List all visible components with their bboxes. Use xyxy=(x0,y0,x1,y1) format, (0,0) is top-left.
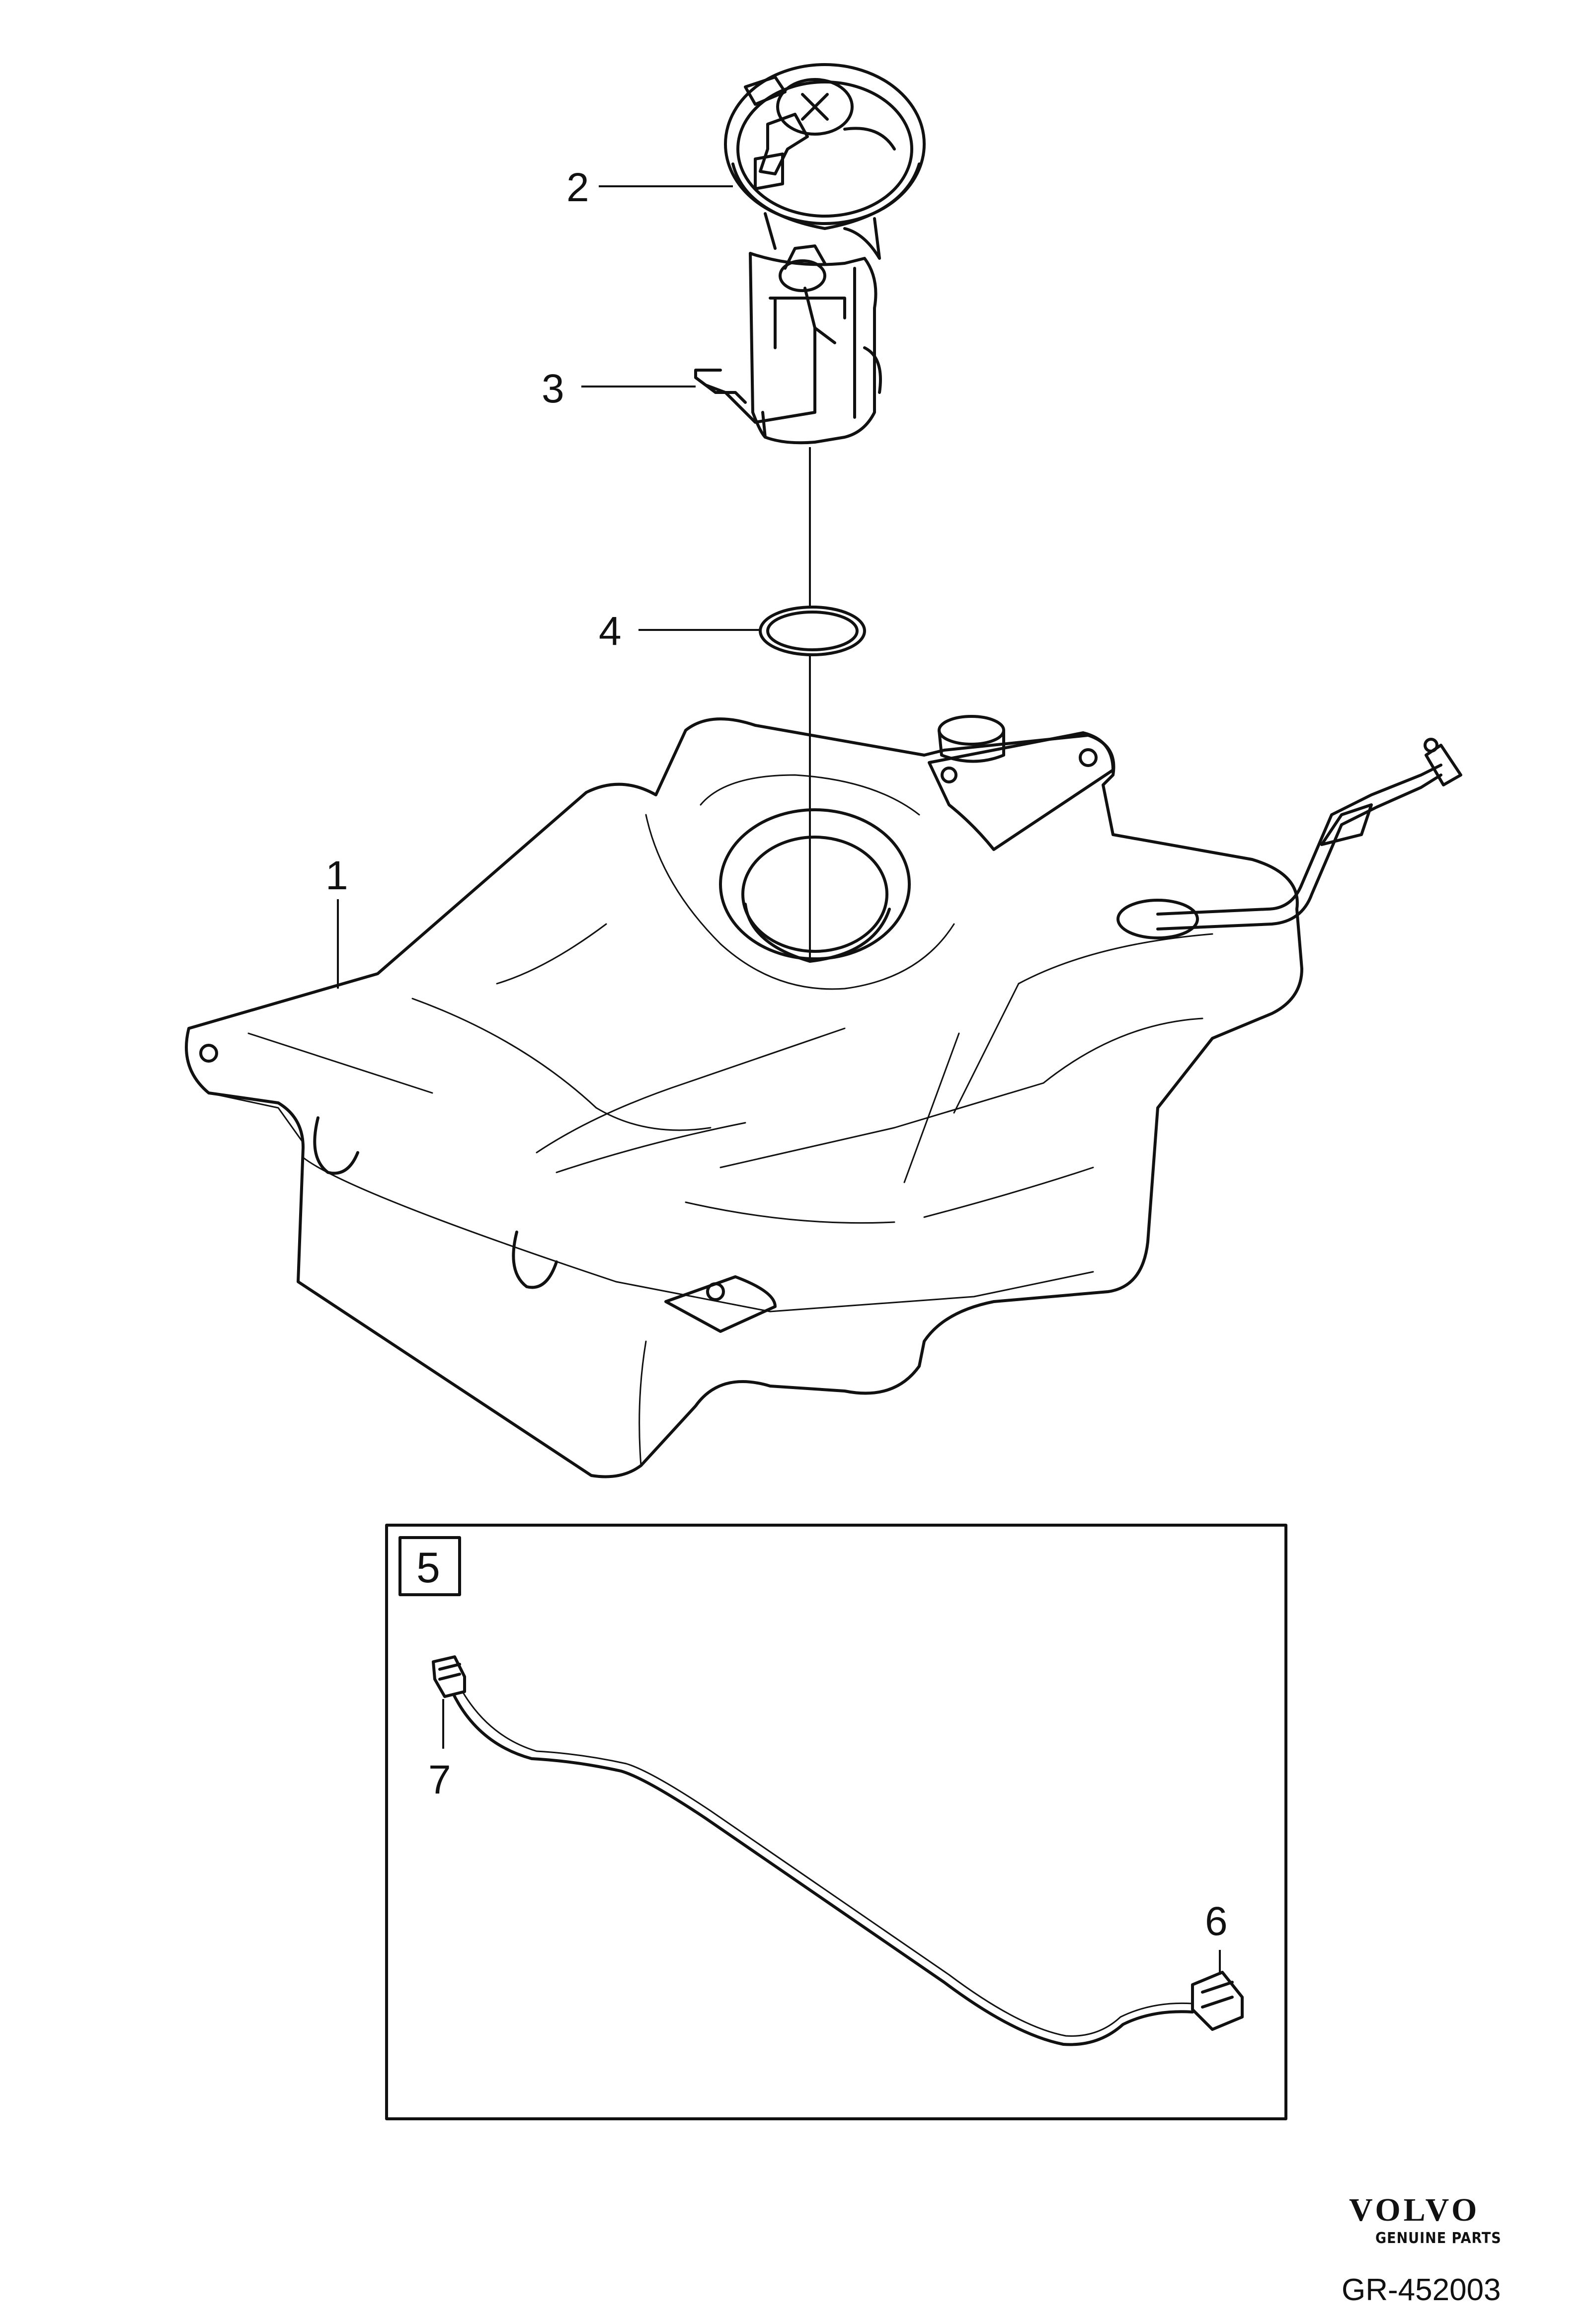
wiring-harness-cable xyxy=(451,1686,1194,2046)
callout-part-5: 5 xyxy=(416,1544,440,1592)
tank-mounting-ear-left xyxy=(199,1044,218,1063)
wiring-harness-detail-box: 5 7 6 xyxy=(385,1524,1287,2120)
tank-mounting-bracket xyxy=(928,731,1114,851)
tank-pump-opening xyxy=(719,808,911,963)
brand-tagline: GENUINE PARTS xyxy=(1375,2230,1502,2247)
fuel-level-sender-arm xyxy=(694,326,816,424)
callout-part-6: 6 xyxy=(1205,1899,1228,1944)
callout-part-4: 4 xyxy=(599,609,622,654)
callout-part-7: 7 xyxy=(428,1757,451,1802)
brand-logo: VOLVO xyxy=(1349,2192,1480,2228)
fuel-pump-assembly xyxy=(694,63,926,445)
callout-leaders xyxy=(337,185,760,989)
fuel-pump-flange xyxy=(724,63,926,230)
brand-block: VOLVO GENUINE PARTS xyxy=(1349,2192,1502,2247)
o-ring-seal xyxy=(759,606,866,656)
harness-connector-7 xyxy=(432,1655,466,1698)
callout-part-2: 2 xyxy=(566,165,589,210)
drawing-number: GR-452003 xyxy=(1342,2273,1501,2307)
tank-fuel-line xyxy=(1116,738,1462,939)
callout-part-1: 1 xyxy=(325,853,348,898)
fuel-tank xyxy=(185,715,1462,1478)
harness-connector-6 xyxy=(1191,1971,1244,2031)
tank-mounting-ear-front xyxy=(664,1275,777,1333)
callout-part-3: 3 xyxy=(542,366,564,411)
tank-vent-stub xyxy=(938,715,1005,763)
